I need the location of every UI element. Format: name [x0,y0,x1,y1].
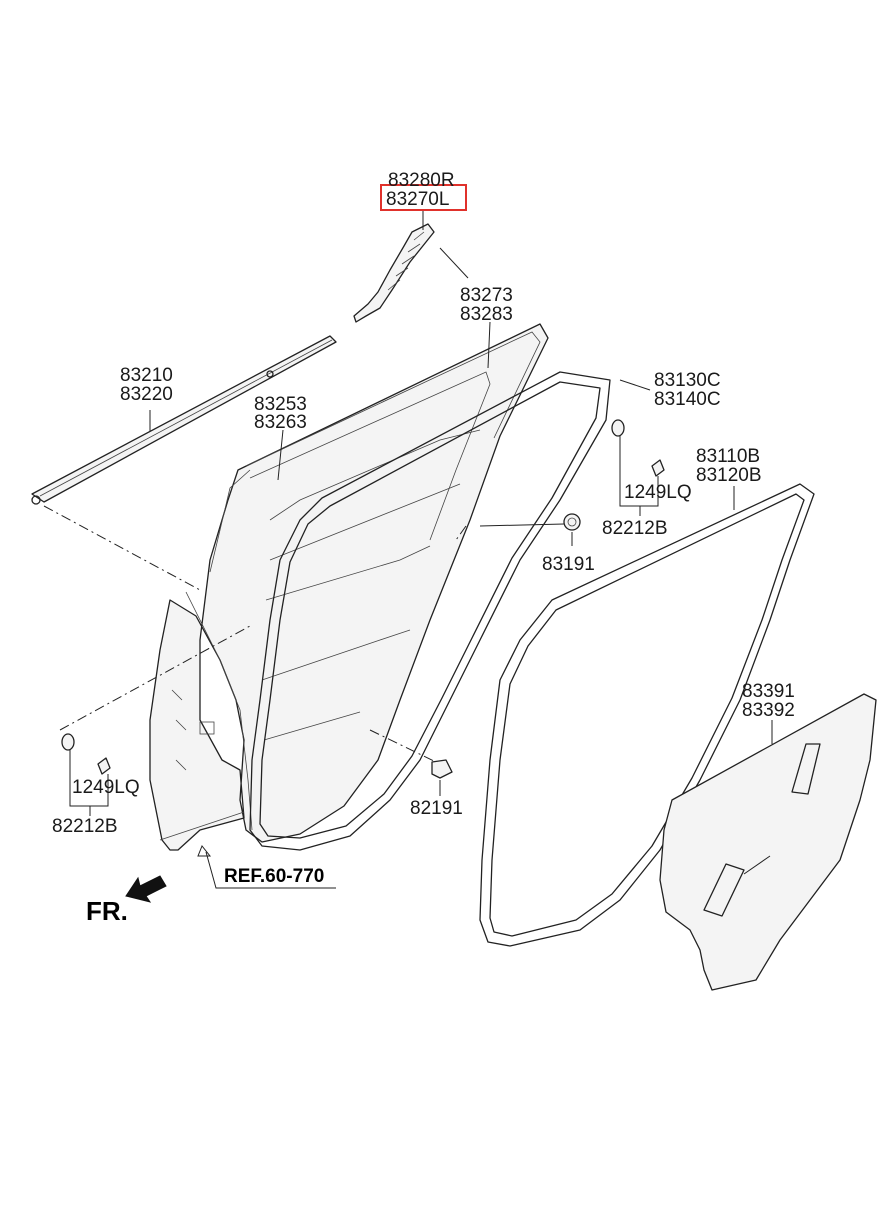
label-83270L[interactable]: 83270L [386,189,449,210]
label-83110B[interactable]: 83110B [696,446,760,467]
label-83273[interactable]: 83273 [460,285,513,306]
label-83253[interactable]: 83253 [254,394,307,415]
body-side-weatherstrip-part[interactable] [479,483,815,947]
fastener-1249LQ-left[interactable] [97,757,111,775]
label-83392[interactable]: 83392 [742,700,795,721]
label-82191[interactable]: 82191 [410,798,463,819]
selected-part-highlight [380,184,467,211]
label-1249LQ-right[interactable]: 1249LQ [624,482,692,503]
label-83210[interactable]: 83210 [120,365,173,386]
plug-82191[interactable] [431,759,453,779]
inner-film-sheet-part[interactable] [659,693,877,991]
grommet-83191[interactable] [563,513,581,531]
label-83220[interactable]: 83220 [120,384,173,405]
fastener-1249LQ-right[interactable] [651,459,665,477]
label-83263[interactable]: 83263 [254,412,307,433]
label-1249LQ-left[interactable]: 1249LQ [72,777,140,798]
door-frame-weatherstrip-part[interactable] [249,371,611,851]
fastener-82212B-left[interactable] [61,733,75,751]
label-82212B-right[interactable]: 82212B [602,518,668,539]
b-pillar-trim-part[interactable] [353,223,435,323]
label-83140C[interactable]: 83140C [654,389,721,410]
door-panel-assembly [149,323,549,851]
label-83391[interactable]: 83391 [742,681,795,702]
label-83191[interactable]: 83191 [542,554,595,575]
label-83130C[interactable]: 83130C [654,370,721,391]
reference-label[interactable]: REF.60-770 [224,866,324,887]
fastener-82212B-right[interactable] [611,419,625,437]
front-arrow-icon [125,875,167,903]
leader-lines [69,210,773,889]
dashed-guides [43,505,467,763]
front-direction-label: FR. [86,896,128,926]
label-83120B[interactable]: 83120B [696,465,762,486]
label-82212B-left[interactable]: 82212B [52,816,118,837]
label-83283[interactable]: 83283 [460,304,513,325]
label-83280R[interactable]: 83280R [388,170,455,191]
belt-weatherstrip-part[interactable] [31,335,337,505]
